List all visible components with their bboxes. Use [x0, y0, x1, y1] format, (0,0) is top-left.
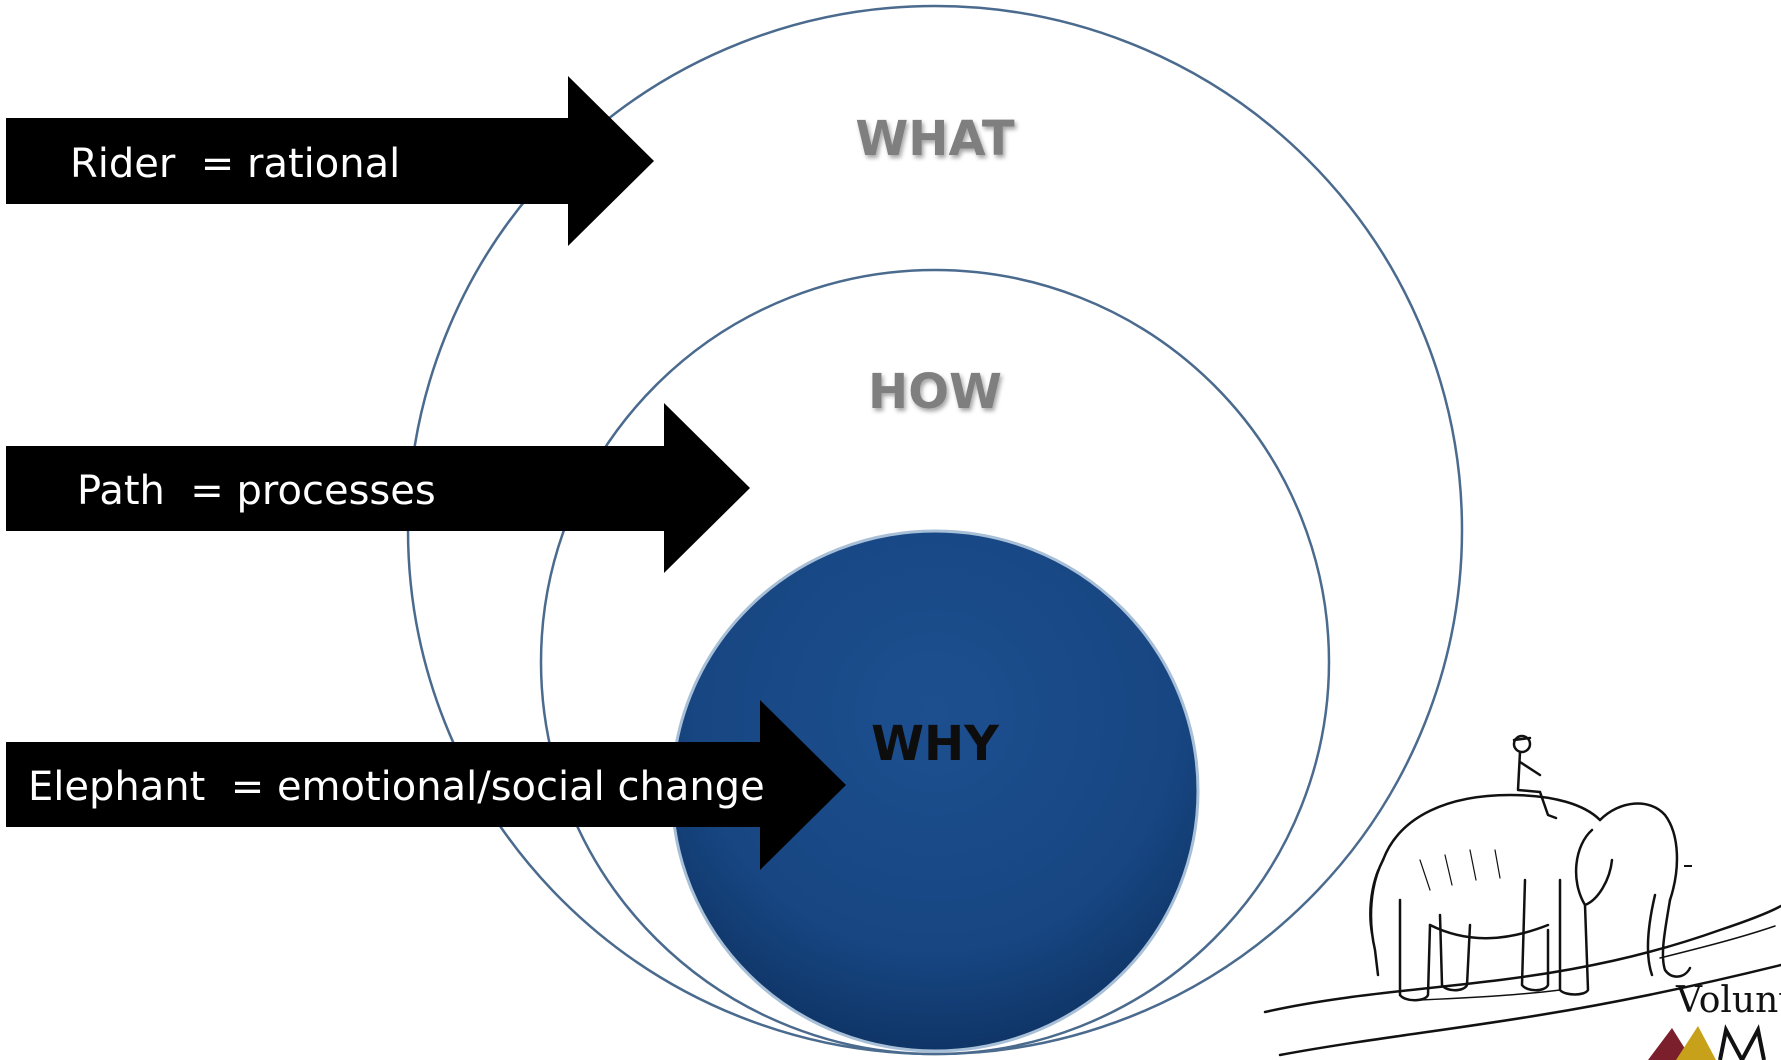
elephant-arrow: Elephant = emotional/social change: [6, 700, 846, 870]
how-label: HOW: [868, 364, 1002, 420]
logo-text: Volunte: [1675, 980, 1781, 1021]
elephant-rider-illustration: [1263, 734, 1781, 1057]
rider-arrow-label: Rider = rational: [70, 141, 400, 187]
elephant-arrow-label: Elephant = emotional/social change: [28, 764, 765, 810]
path-arrow: Path = processes: [6, 403, 750, 573]
why-label: WHY: [871, 716, 1000, 772]
logo-mark-icon: [1648, 1024, 1766, 1060]
rider-arrow: Rider = rational: [6, 76, 654, 246]
path-arrow-label: Path = processes: [77, 468, 436, 514]
what-label: WHAT: [855, 111, 1015, 167]
